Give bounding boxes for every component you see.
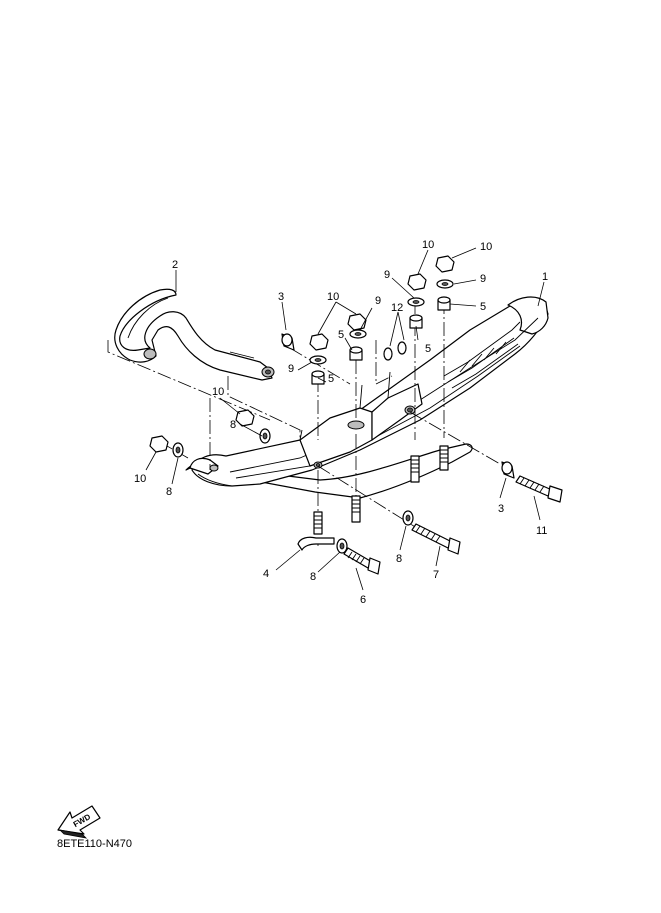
ski-handle-loop <box>114 288 275 381</box>
callout-5: 5 <box>338 329 344 341</box>
callout-12: 12 <box>391 302 403 314</box>
fwd-arrow-icon: FWD <box>57 805 101 839</box>
nuts-10 <box>149 255 455 453</box>
callout-labels: 1 2 3 3 4 5 5 5 5 6 7 8 8 8 8 9 9 9 9 10… <box>134 239 548 606</box>
callout-3: 3 <box>278 291 284 303</box>
callout-8: 8 <box>396 553 402 565</box>
bushings-5 <box>311 296 451 385</box>
leader-lines <box>145 247 545 591</box>
callout-10: 10 <box>134 473 146 485</box>
callout-3: 3 <box>498 503 504 515</box>
callout-10: 10 <box>480 241 492 253</box>
callout-5: 5 <box>328 373 334 385</box>
assembly-centerlines <box>107 300 501 546</box>
stud-rear <box>313 511 323 535</box>
callout-9: 9 <box>288 363 294 375</box>
callout-2: 2 <box>172 259 178 271</box>
stud-front-left <box>410 455 420 483</box>
callout-9: 9 <box>375 295 381 307</box>
mounting-studs <box>313 445 449 535</box>
callout-11: 11 <box>536 525 547 537</box>
wear-bar <box>297 536 335 551</box>
callout-10: 10 <box>327 291 339 303</box>
diagram-code: 8ETE110-N470 <box>57 838 133 850</box>
ski-body <box>185 296 549 499</box>
callout-5: 5 <box>425 343 431 355</box>
stud-middle <box>351 495 361 523</box>
callout-9: 9 <box>384 269 390 281</box>
stud-front-right <box>439 445 449 471</box>
callout-9: 9 <box>480 273 486 285</box>
callout-8: 8 <box>230 419 236 431</box>
callout-10: 10 <box>212 386 224 398</box>
washers-8 <box>172 428 414 554</box>
collars <box>281 333 515 479</box>
callout-1: 1 <box>542 271 548 283</box>
callout-5: 5 <box>480 301 486 313</box>
callout-8: 8 <box>166 486 172 498</box>
callout-10: 10 <box>422 239 434 251</box>
washers-9 <box>309 279 454 365</box>
callout-6: 6 <box>360 594 366 606</box>
bolt-7 <box>411 523 461 555</box>
callout-4: 4 <box>263 568 269 580</box>
callout-8: 8 <box>310 571 316 583</box>
bolt-6 <box>343 547 381 575</box>
bolt-11 <box>515 475 563 503</box>
callout-7: 7 <box>433 569 439 581</box>
